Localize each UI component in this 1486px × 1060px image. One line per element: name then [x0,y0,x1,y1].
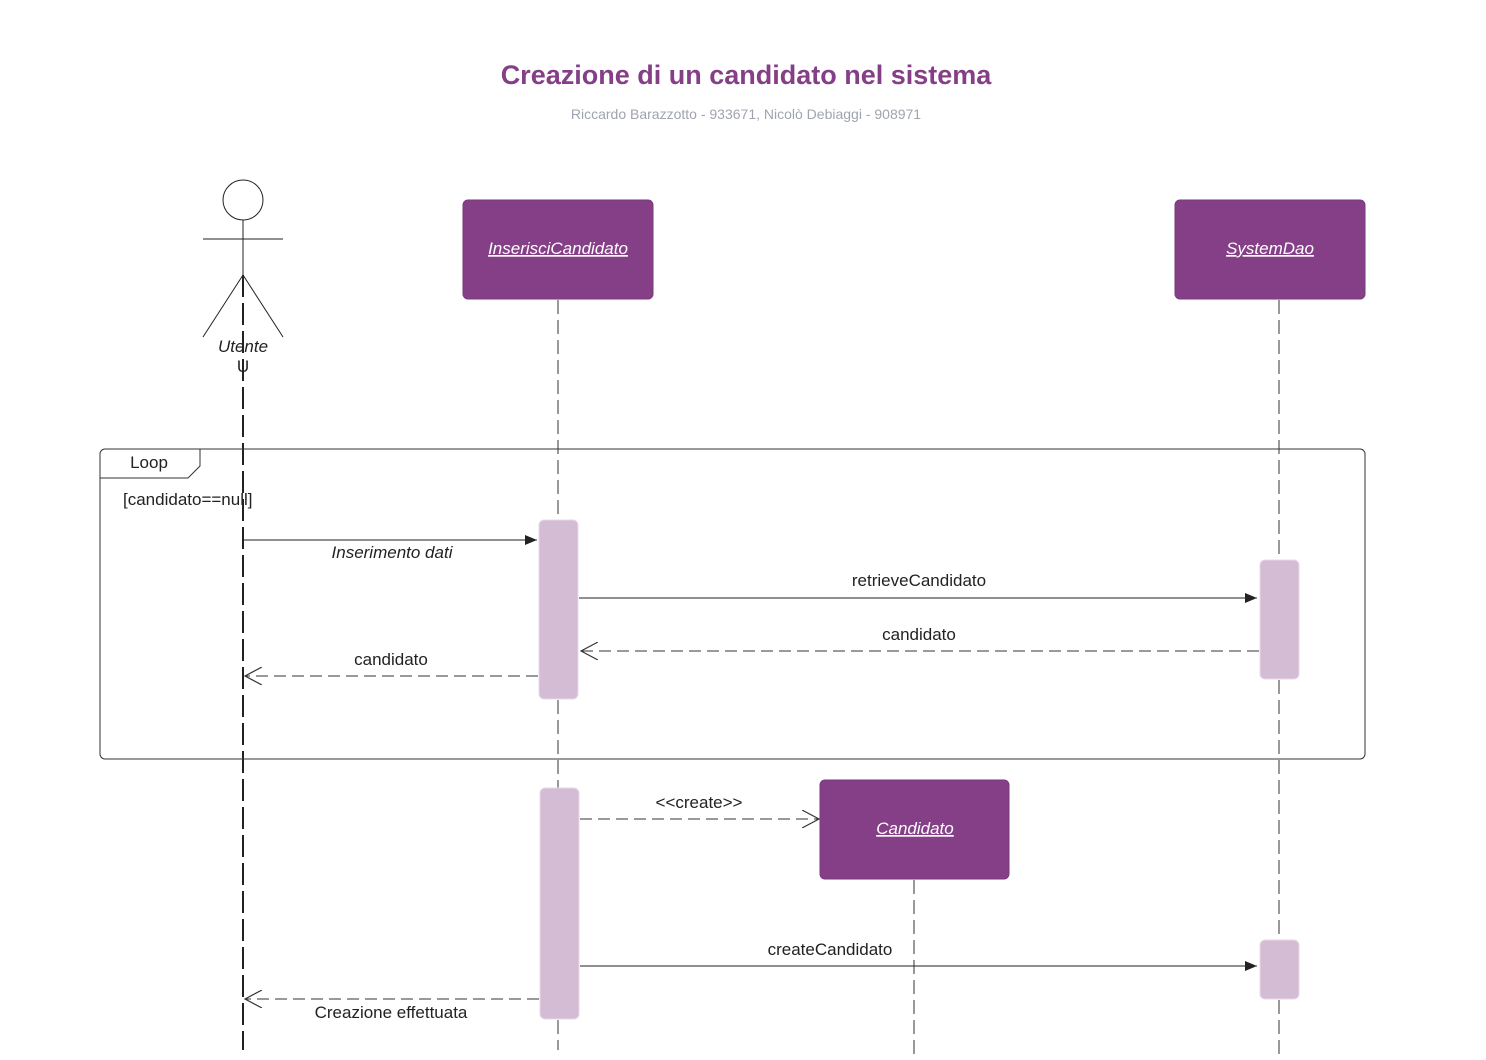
loop-fragment[interactable] [99,448,1366,760]
message-label-creazione-effettuata: Creazione effettuata [315,1003,468,1022]
object-label: SystemDao [1226,239,1314,258]
object-label: InserisciCandidato [488,239,628,258]
message-label-create: <<create>> [656,793,743,812]
loop-operator-tab [100,449,201,479]
diagram-title: Creazione di un candidato nel sistema [501,60,993,90]
message-label-retrieve-candidato: retrieveCandidato [852,571,986,590]
object-candidato[interactable]: Candidato [819,779,1010,880]
actor-short-name: U [237,357,249,376]
activation-bar-inserisci-1 [538,519,579,700]
loop-guard: [candidato==null] [123,490,253,509]
activation-bar-inserisci-2 [539,787,580,1020]
message-label-create-candidato: createCandidato [768,940,893,959]
object-inserisci-candidato[interactable]: InserisciCandidato [462,199,654,300]
stick-figure-icon [202,179,284,338]
message-label-inserimento-dati: Inserimento dati [332,543,454,562]
loop-operator-label: Loop [130,453,168,472]
activation-bar-dao-1 [1259,559,1300,680]
message-label-candidato-utente: candidato [354,650,428,669]
activation-bar-dao-2 [1259,939,1300,1000]
message-label-candidato-dao: candidato [882,625,956,644]
diagram-subtitle: Riccardo Barazzotto - 933671, Nicolò Deb… [571,106,921,122]
object-label: Candidato [876,819,954,838]
object-system-dao[interactable]: SystemDao [1174,199,1366,300]
actor-name: Utente [218,337,268,356]
